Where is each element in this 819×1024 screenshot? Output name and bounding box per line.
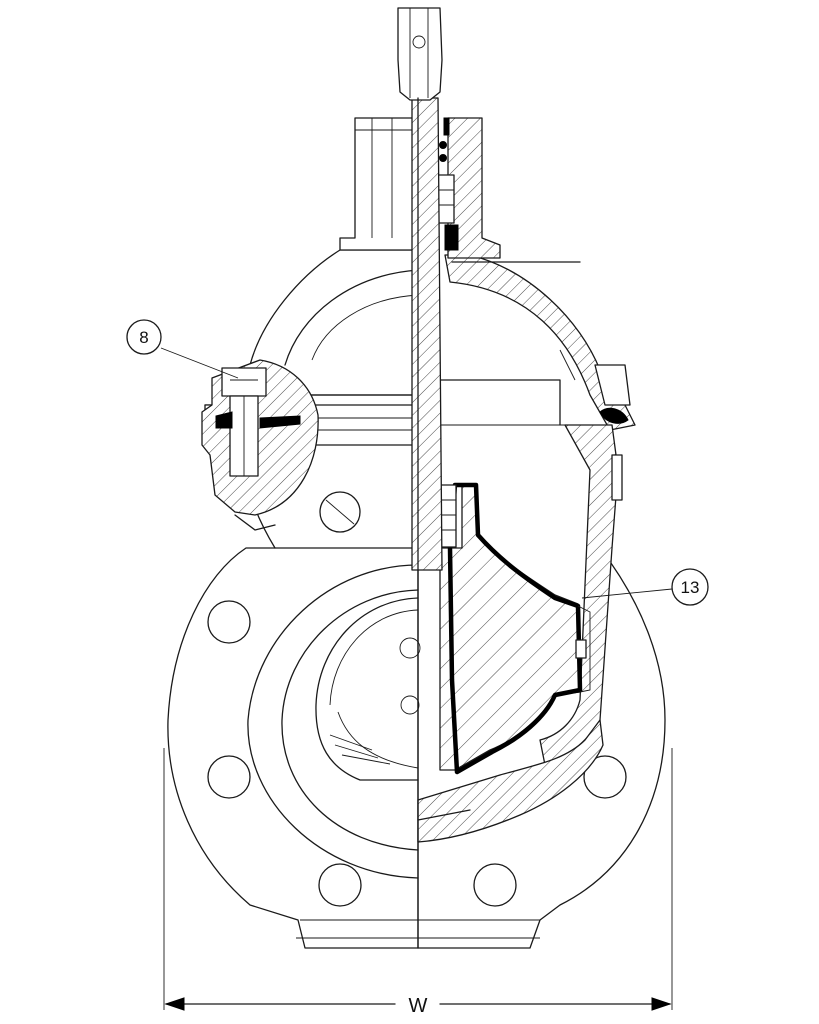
stem-nut-top	[397, 7, 443, 101]
dimension-w-label: W	[409, 995, 428, 1017]
bolt-hole-1	[207, 600, 251, 644]
callout-8: 8	[126, 319, 239, 379]
bolt-hole-2	[207, 755, 251, 799]
callout-13: 13	[581, 568, 709, 606]
yoke-neck-left	[339, 117, 419, 251]
bolt-hole-5	[583, 755, 627, 799]
stuffing-box-section	[447, 117, 501, 259]
flange-right-outline	[417, 547, 666, 949]
callout-8-label: 8	[139, 328, 148, 347]
stem-section	[411, 97, 443, 571]
wedge-core	[439, 484, 581, 771]
callout-13-bubble	[671, 568, 709, 606]
bonnet-shell-section	[444, 254, 636, 431]
flange-face-ring	[247, 564, 419, 879]
bonnet-bolt-detail	[201, 359, 319, 531]
flange-outline	[167, 547, 419, 949]
bolt-hole-4	[473, 863, 517, 907]
bolt-hole-6	[319, 491, 361, 533]
body-section-right	[417, 117, 636, 843]
arrowhead-right	[651, 997, 672, 1011]
bore-outline	[315, 597, 419, 781]
dimension-w: W	[163, 748, 673, 1017]
callout-13-label: 13	[681, 578, 700, 597]
arrowhead-left	[164, 997, 185, 1011]
wedge-rubber-encapsulation	[447, 482, 583, 775]
bolt-hole-3	[318, 863, 362, 907]
callout-8-bubble	[126, 319, 162, 355]
stem	[397, 7, 443, 949]
